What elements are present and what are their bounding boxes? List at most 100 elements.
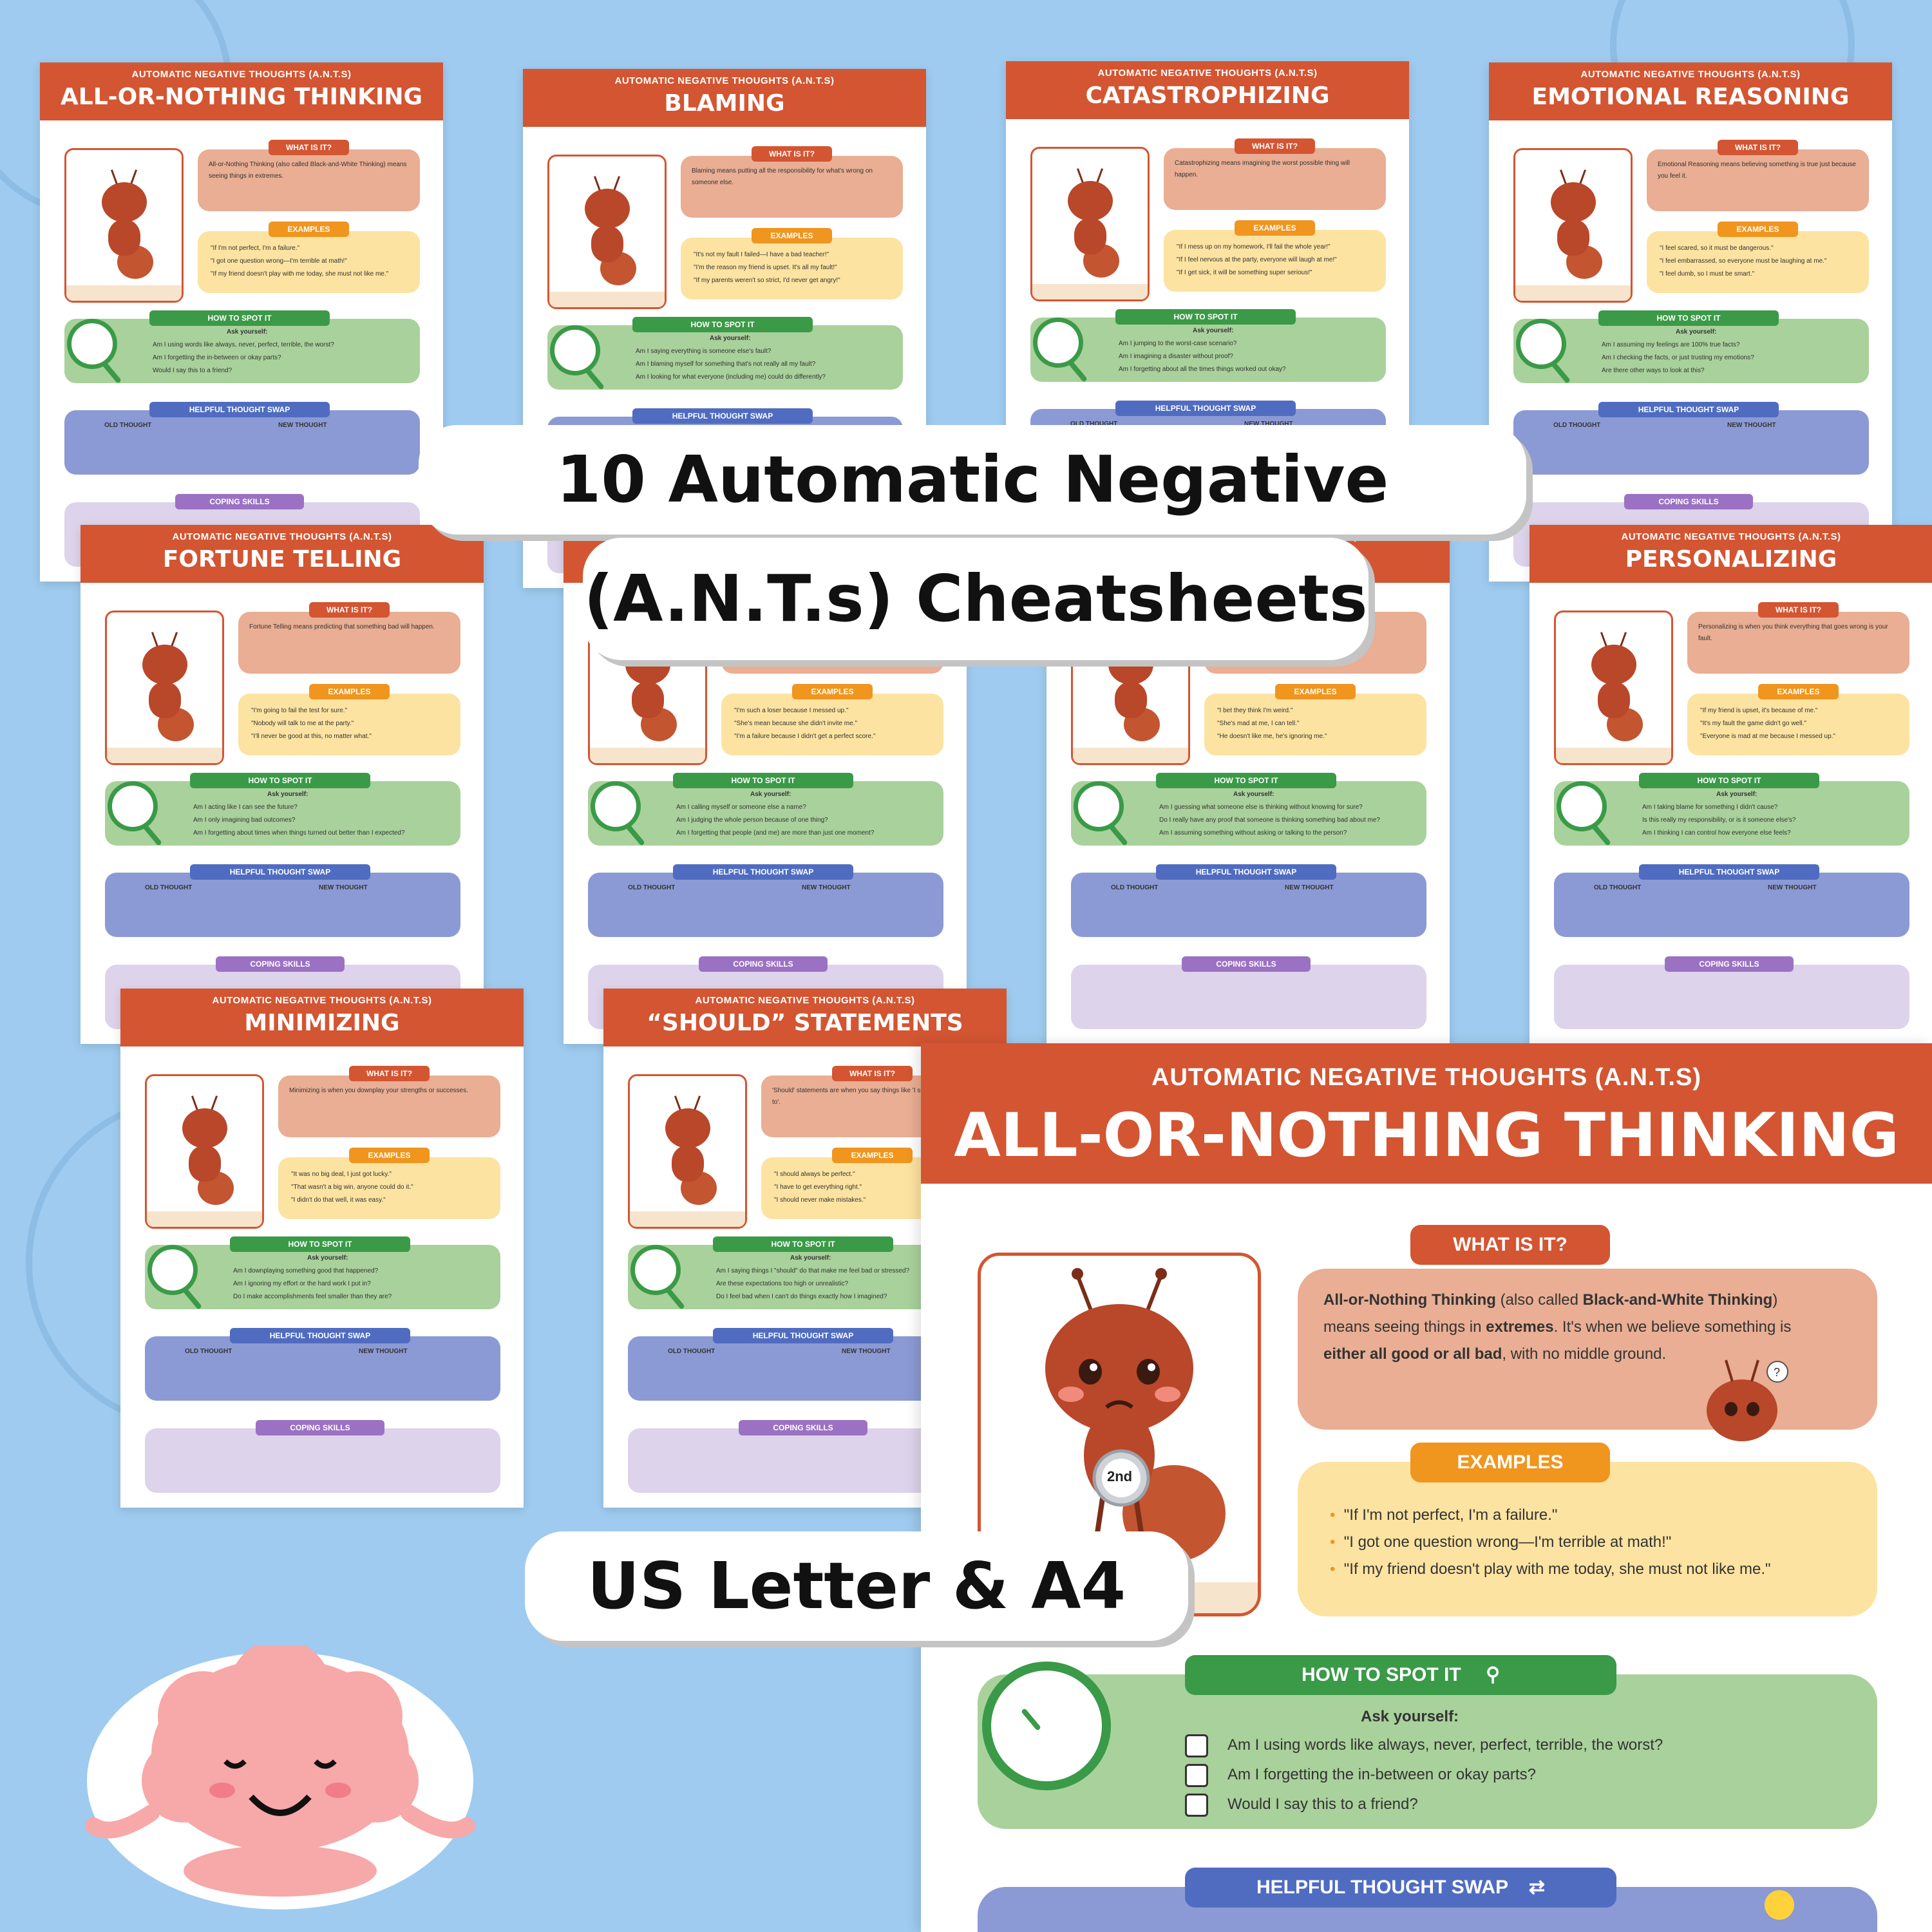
old-thought-label: OLD THOUGHT — [1070, 421, 1118, 428]
feature-examples-box — [1298, 1462, 1877, 1616]
spot-item: Am I using words like always, never, per… — [153, 341, 334, 348]
feature-spot-label: HOW TO SPOT IT ⚲ — [1185, 1655, 1616, 1695]
swap-label: HELPFUL THOUGHT SWAP — [1156, 864, 1336, 880]
coping-label: COPING SKILLS — [1182, 956, 1311, 972]
spot-item: Am I forgetting about all the times thin… — [1119, 366, 1286, 373]
svg-text:?: ? — [1774, 1366, 1780, 1379]
example-item: "I'm going to fail the test for sure." — [251, 707, 348, 714]
spot-item[interactable]: Am I forgetting the in-between or okay p… — [1185, 1760, 1663, 1790]
swap-box — [1513, 410, 1869, 475]
example-item: "If I feel nervous at the party, everyon… — [1177, 256, 1337, 263]
lightbulb-icon — [1765, 1890, 1794, 1920]
ground — [630, 1211, 745, 1227]
spot-item: Would I say this to a friend? — [153, 367, 232, 374]
coping-box — [1071, 965, 1426, 1029]
sheet-title: BLAMING — [664, 90, 785, 117]
examples-label: EXAMPLES — [1275, 684, 1356, 699]
ground — [107, 748, 222, 763]
what-text: Emotional Reasoning means believing some… — [1658, 161, 1856, 180]
coping-label: COPING SKILLS — [175, 494, 304, 509]
ant-illustration — [628, 1074, 747, 1229]
ground — [66, 285, 182, 301]
spot-item: Am I forgetting that people (and me) are… — [676, 829, 875, 837]
spot-label: HOW TO SPOT IT — [230, 1236, 410, 1252]
what-label: WHAT IS IT? — [269, 140, 349, 155]
brain-icon — [85, 1639, 475, 1909]
coping-label: COPING SKILLS — [216, 956, 345, 972]
checkbox[interactable] — [1185, 1734, 1208, 1757]
ant-illustration — [145, 1074, 264, 1229]
spot-item: Am I forgetting the in-between or okay p… — [153, 354, 281, 361]
coping-label: COPING SKILLS — [739, 1420, 867, 1435]
sheet-title: EMOTIONAL REASONING — [1531, 84, 1850, 110]
ask-yourself: Ask yourself: — [1676, 328, 1717, 336]
what-text: 'Should' statements are when you say thi… — [772, 1087, 966, 1106]
sheet-title: PERSONALIZING — [1625, 546, 1837, 573]
magnifier-icon — [1074, 781, 1124, 831]
coping-label: COPING SKILLS — [256, 1420, 384, 1435]
ant-illustration — [1030, 147, 1150, 301]
example-item: "I have to get everything right." — [774, 1184, 862, 1191]
example-item: "I feel scared, so it must be dangerous.… — [1660, 245, 1774, 252]
sheet-title: ALL-OR-NOTHING THINKING — [60, 84, 423, 110]
what-box — [1647, 149, 1869, 211]
old-thought-label: OLD THOUGHT — [1111, 884, 1159, 891]
example-item: "If I mess up on my homework, I'll fail … — [1177, 243, 1331, 251]
sheet-header: AUTOMATIC NEGATIVE THOUGHTS (A.N.T.S) “S… — [603, 989, 1007, 1046]
example-item: "I'll never be good at this, no matter w… — [251, 733, 372, 740]
swap-label: HELPFUL THOUGHT SWAP — [1115, 401, 1296, 416]
example-item: "Everyone is mad at me because I messed … — [1700, 733, 1835, 740]
what-label: WHAT IS IT? — [349, 1066, 430, 1081]
sheet-title: FORTUNE TELLING — [162, 546, 402, 573]
spot-item: Am I guessing what someone else is think… — [1159, 804, 1363, 811]
spot-label: HOW TO SPOT IT — [149, 310, 330, 326]
spot-box — [1554, 781, 1909, 846]
ant-illustration — [1554, 611, 1673, 765]
what-label: WHAT IS IT? — [1758, 602, 1839, 618]
ask-yourself: Ask yourself: — [710, 335, 751, 342]
cheatsheet-thumbnail: AUTOMATIC NEGATIVE THOUGHTS (A.N.T.S) PE… — [1530, 525, 1932, 1044]
checkbox[interactable] — [1185, 1793, 1208, 1817]
spot-box — [588, 781, 943, 846]
spot-box — [547, 325, 903, 390]
ant-illustration — [105, 611, 224, 765]
new-thought-label: NEW THOUGHT — [278, 422, 327, 429]
banner-line-2: (A.N.T.s) Cheatsheets — [583, 561, 1368, 636]
ant-illustration — [547, 155, 667, 309]
example-item: "She's mad at me, I can tell." — [1217, 720, 1300, 727]
ground — [590, 748, 705, 763]
swap-label: HELPFUL THOUGHT SWAP — [713, 1328, 893, 1343]
examples-box — [198, 231, 420, 293]
feature-spot-list: Am I using words like always, never, per… — [1185, 1730, 1663, 1819]
spot-label: HOW TO SPOT IT — [673, 773, 853, 788]
ask-yourself: Ask yourself: — [267, 791, 308, 798]
ant-icon — [95, 169, 153, 285]
title-banner: 10 Automatic Negative Thoughts — [419, 425, 1526, 627]
spot-item[interactable]: Am I using words like always, never, per… — [1185, 1730, 1663, 1760]
magnifier-icon — [1557, 781, 1607, 831]
examples-label: EXAMPLES — [309, 684, 390, 699]
feature-what-text: All-or-Nothing Thinking (also called Bla… — [1323, 1287, 1826, 1368]
what-text: Minimizing is when you downplay your str… — [289, 1087, 468, 1094]
example-item: "I'm such a loser because I messed up." — [734, 707, 849, 714]
spot-label: HOW TO SPOT IT — [1115, 309, 1296, 325]
example-item: "It's not my fault I failed—I have a bad… — [694, 251, 829, 258]
what-bold-4: either all good or all bad — [1323, 1345, 1502, 1363]
examples-box — [1164, 230, 1386, 292]
feature-swap-label: HELPFUL THOUGHT SWAP ⇄ — [1185, 1868, 1616, 1908]
checkbox[interactable] — [1185, 1763, 1208, 1787]
spot-label: HOW TO SPOT IT — [1156, 773, 1336, 788]
examples-label: EXAMPLES — [1758, 684, 1839, 699]
new-thought-label: NEW THOUGHT — [1768, 884, 1817, 891]
swap-box — [1071, 873, 1426, 937]
spot-item[interactable]: Would I say this to a friend? — [1185, 1790, 1663, 1819]
what-mid-2: ) means seeing things in — [1323, 1291, 1778, 1336]
old-thought-label: OLD THOUGHT — [668, 1348, 715, 1355]
ground — [1032, 284, 1148, 299]
examples-label: EXAMPLES — [752, 228, 832, 243]
feature-examples-label: EXAMPLES — [1410, 1443, 1610, 1482]
new-thought-label: NEW THOUGHT — [319, 884, 368, 891]
example-item: "If I'm not perfect, I'm a failure." — [211, 245, 300, 252]
cheatsheet-thumbnail: AUTOMATIC NEGATIVE THOUGHTS (A.N.T.S) MI… — [120, 989, 524, 1508]
magnifier-icon — [67, 319, 117, 369]
